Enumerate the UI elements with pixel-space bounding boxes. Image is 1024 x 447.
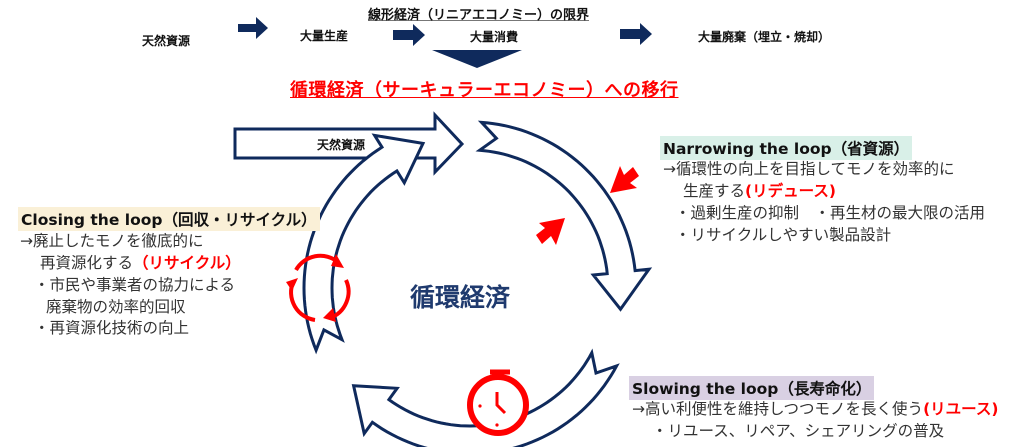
slowing-line-1-text: →高い利便性を維持しつつモノを長く使う: [632, 400, 924, 418]
narrowing-line-3: ・過剰生産の抑制 ・再生材の最大限の活用: [675, 204, 986, 222]
closing-line-2-text: 再資源化する: [40, 254, 134, 272]
transition-title: 循環経済（サーキュラーエコノミー）への移行: [290, 80, 679, 101]
narrowing-line-2: 生産する(リデュース): [683, 181, 836, 203]
transition-triangle: [432, 50, 522, 68]
center-label: 循環経済: [410, 283, 511, 312]
flow-arrow-1: [238, 17, 268, 39]
stopwatch-icon: [467, 369, 529, 436]
closing-heading: Closing the loop（回収・リサイクル）: [18, 207, 320, 231]
slowing-line-1: →高い利便性を維持しつつモノを長く使う(リユース): [632, 399, 998, 421]
narrowing-heading: Narrowing the loop（省資源）: [660, 136, 913, 160]
narrowing-reduce-label: (リデュース): [745, 182, 836, 200]
flow-step-mass-consumption: 大量消費: [470, 30, 519, 44]
narrowing-arrow-outer-icon: [610, 166, 639, 193]
flow-step-mass-disposal: 大量廃棄（埋立・焼却）: [698, 30, 831, 44]
input-arrow-label: 天然資源: [317, 138, 366, 152]
flow-arrow-2: [393, 24, 425, 46]
flow-arrow-3: [620, 23, 652, 45]
flow-step-mass-production: 大量生産: [300, 29, 349, 43]
closing-loop-arrow: [302, 133, 426, 355]
recycle-icon: [286, 253, 351, 322]
slowing-line-2: ・リユース、リペア、シェアリングの普及: [652, 422, 945, 440]
closing-line-2: 再資源化する（リサイクル）: [40, 253, 241, 275]
closing-line-4: 廃棄物の効率的回収: [46, 298, 186, 316]
narrowing-arrow-inner-icon: [536, 218, 565, 245]
closing-line-3: ・市民や事業者の協力による: [34, 276, 236, 294]
narrowing-loop-arrow: [475, 120, 653, 312]
slowing-heading: Slowing the loop（長寿命化）: [629, 376, 875, 400]
closing-line-5: ・再資源化技術の向上: [34, 319, 190, 337]
linear-economy-title: 線形経済（リニアエコノミー）の限界: [368, 8, 590, 23]
narrowing-line-1: →循環性の向上を目指してモノを効率的に: [663, 160, 955, 178]
narrowing-line-4: ・リサイクルしやすい製品設計: [675, 226, 892, 244]
slowing-loop-arrow: [351, 348, 620, 447]
closing-recycle-label: （リサイクル）: [133, 254, 241, 272]
narrowing-line-2-text: 生産する: [683, 182, 746, 200]
closing-line-1: →廃止したモノを徹底的に: [20, 232, 204, 250]
slowing-reuse-label: (リユース): [923, 400, 999, 418]
flow-step-natural-resources: 天然資源: [142, 34, 191, 48]
